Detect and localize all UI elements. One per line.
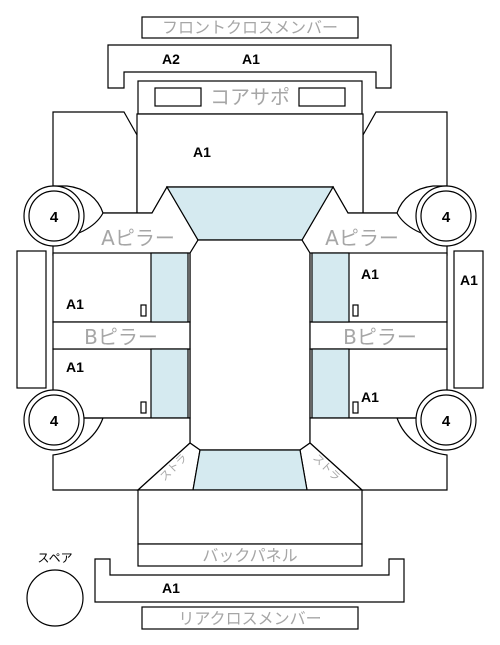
- side-sill-right: [453, 250, 484, 389]
- side-sill-left: [16, 250, 47, 389]
- wheel-front-right-value: 4: [442, 209, 451, 226]
- grade-front-member-right: A1: [242, 51, 260, 67]
- rear-window: [192, 449, 308, 491]
- a-pillar-right-label: Aピラー: [325, 226, 399, 250]
- grade-door-rear-right: A1: [361, 389, 379, 405]
- wheel-rear-left-value: 4: [50, 413, 59, 430]
- rear-cross-member-label: リアクロスメンバー: [178, 609, 321, 628]
- door-handle-rear-right: [352, 401, 359, 414]
- window-front-left: [150, 252, 189, 323]
- front-member: [107, 44, 392, 89]
- b-pillar-left: [52, 321, 191, 350]
- door-handle-front-left: [140, 304, 147, 317]
- roof: [189, 239, 311, 451]
- grade-front-member-left: A2: [162, 51, 180, 67]
- grade-hood: A1: [193, 144, 211, 160]
- back-panel: [137, 543, 363, 567]
- front-cross-member-label: フロントクロスメンバー: [162, 18, 338, 37]
- wheel-rear-right: 4: [415, 389, 477, 451]
- b-pillar-right: [309, 321, 448, 350]
- spare-tire: [26, 569, 84, 627]
- core-support-label: コアサポ: [210, 85, 290, 109]
- grade-rear-member: A1: [162, 580, 180, 596]
- b-pillar-right-label: Bピラー: [343, 325, 417, 349]
- wheel-front-left-value: 4: [50, 209, 59, 226]
- rear-member: [94, 558, 405, 603]
- window-rear-right: [311, 348, 350, 419]
- grade-door-front-right: A1: [361, 266, 379, 282]
- rear-cross-member-box: [141, 606, 359, 630]
- spare-label: スペア: [37, 551, 72, 565]
- trunk-lid: [137, 489, 363, 545]
- headlight-right: [298, 87, 346, 107]
- wheel-rear-left: 4: [23, 389, 85, 451]
- window-rear-left: [150, 348, 189, 419]
- door-handle-front-right: [352, 304, 359, 317]
- wheel-rear-right-value: 4: [442, 413, 451, 430]
- grade-door-rear-left: A1: [66, 359, 84, 375]
- back-panel-label: バックパネル: [202, 546, 297, 565]
- wheel-front-right: 4: [415, 185, 477, 247]
- headlight-left: [154, 87, 202, 107]
- grade-side-sill-right: A1: [460, 272, 478, 288]
- door-handle-rear-left: [140, 401, 147, 414]
- wheel-front-left: 4: [23, 185, 85, 247]
- front-cross-member-box: [141, 16, 359, 39]
- a-pillar-left-label: Aピラー: [101, 226, 175, 250]
- grade-door-front-left: A1: [66, 296, 84, 312]
- window-front-right: [311, 252, 350, 323]
- b-pillar-left-label: Bピラー: [84, 325, 158, 349]
